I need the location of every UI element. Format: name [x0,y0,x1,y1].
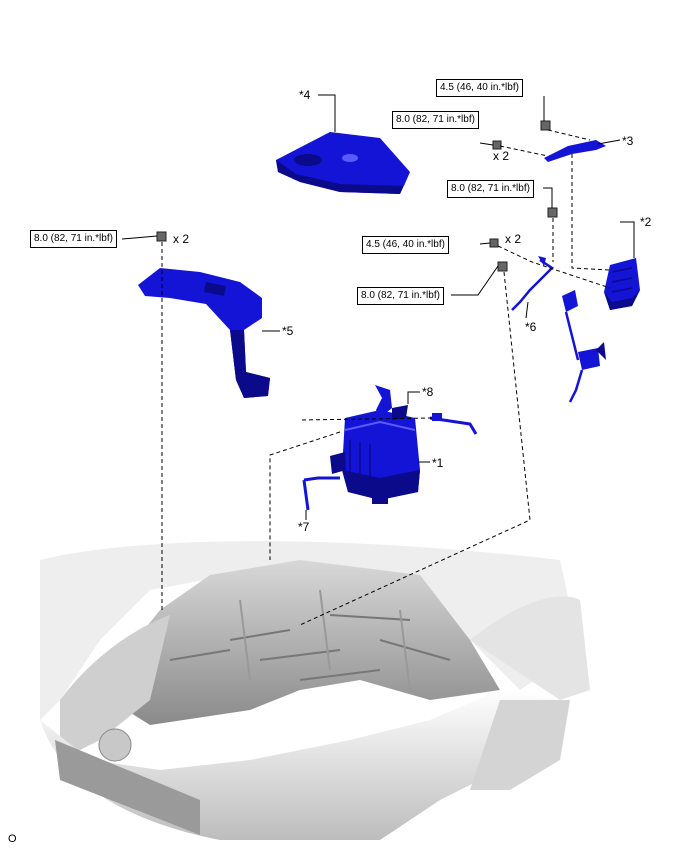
part-air-duct [138,268,270,398]
callout-3: *3 [622,134,634,148]
callout-1: *1 [432,456,444,470]
callout-8: *8 [422,385,434,399]
leader-lines [121,94,635,520]
quantity-label: x 2 [493,149,510,163]
part-engine-cover [276,132,410,194]
part-ecu-bracket [562,258,640,403]
vehicle-engine-bay [40,541,590,840]
figure-code: O [8,833,17,845]
part-wire-6 [511,256,554,311]
torque-spec-lower-bolt: 8.0 (82, 71 in.*lbf) [357,287,444,305]
quantity-label: x 2 [173,232,190,246]
quantity-label: x 2 [505,232,522,246]
torque-spec-ecu-bolt: 8.0 (82, 71 in.*lbf) [447,180,534,198]
dashed-assembly-lines [161,129,611,626]
torque-spec-wire-bolt: 4.5 (46, 40 in.*lbf) [362,236,449,254]
part-hose-7 [302,476,340,511]
callout-5: *5 [282,324,294,338]
torque-spec-top-right: 4.5 (46, 40 in.*lbf) [436,79,523,97]
callout-4: *4 [299,88,311,102]
part-air-cleaner [330,410,420,504]
callout-6: *6 [525,320,537,334]
torque-spec-bracket-bolt: 8.0 (82, 71 in.*lbf) [392,111,479,129]
torque-spec-left: 8.0 (82, 71 in.*lbf) [30,230,117,248]
part-hose-8 [375,385,478,435]
callout-7: *7 [298,520,310,534]
bolt-icons [156,120,558,272]
part-bracket-3 [544,140,606,162]
callout-2: *2 [640,215,652,229]
